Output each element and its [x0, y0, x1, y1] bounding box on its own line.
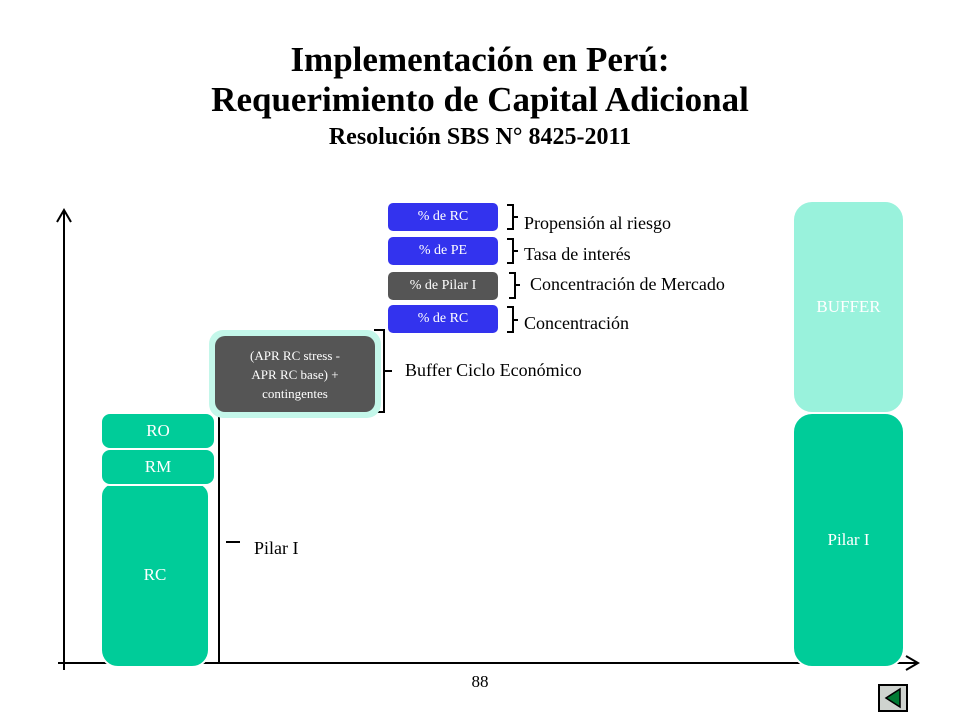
- pilar-i-block-label: Pilar I: [827, 530, 870, 549]
- stress-line-3: contingentes: [262, 385, 328, 401]
- rm-block: RM: [100, 448, 216, 486]
- stress-line-1: (APR RC stress -: [250, 347, 340, 363]
- desc-concentracion: Concentración: [524, 313, 629, 333]
- desc-propension: Propensión al riesgo: [524, 213, 671, 233]
- buffer-block: BUFFER: [792, 200, 905, 414]
- rc-block: RC: [100, 482, 210, 668]
- page-subtitle: Resolución SBS N° 8425-2011: [328, 124, 632, 150]
- y-axis-arrow: [56, 208, 72, 223]
- ro-block: RO: [100, 412, 216, 450]
- rc-label: RC: [143, 565, 167, 584]
- pill-pilar-i: % de Pilar I: [388, 272, 498, 300]
- page-number: 88: [471, 672, 489, 691]
- pilar-i-bracket: [218, 413, 234, 664]
- pill-bracket-2: [507, 238, 518, 264]
- ro-label: RO: [146, 421, 170, 440]
- page-title-line2: Requerimiento de Capital Adicional: [211, 80, 749, 119]
- stress-line-2: APR RC base) +: [251, 366, 339, 382]
- x-axis-arrow: [905, 655, 920, 671]
- back-button[interactable]: [878, 684, 908, 712]
- back-arrow-icon: [884, 687, 901, 709]
- buffer-ciclo-bracket: [374, 329, 392, 413]
- page-title: Implementación en Perú:: [290, 40, 670, 79]
- stress-box: (APR RC stress - APR RC base) + continge…: [215, 336, 375, 412]
- buffer-ciclo-label: Buffer Ciclo Económico: [405, 360, 582, 380]
- pilar-i-label: Pilar I: [254, 538, 299, 558]
- pill-rc-1: % de RC: [388, 203, 498, 231]
- desc-concentracion-mercado: Concentración de Mercado: [530, 274, 725, 294]
- pilar-i-block: Pilar I: [792, 412, 905, 668]
- buffer-label: BUFFER: [816, 297, 881, 316]
- pill-pe: % de PE: [388, 237, 498, 265]
- pill-bracket-1: [507, 204, 518, 230]
- pill-bracket-4: [507, 306, 518, 333]
- desc-tasa: Tasa de interés: [524, 244, 631, 264]
- pill-bracket-3: [509, 272, 520, 299]
- title-block: Implementación en Perú: Requerimiento de…: [0, 40, 960, 154]
- rm-label: RM: [144, 457, 172, 476]
- pill-rc-2: % de RC: [388, 305, 498, 333]
